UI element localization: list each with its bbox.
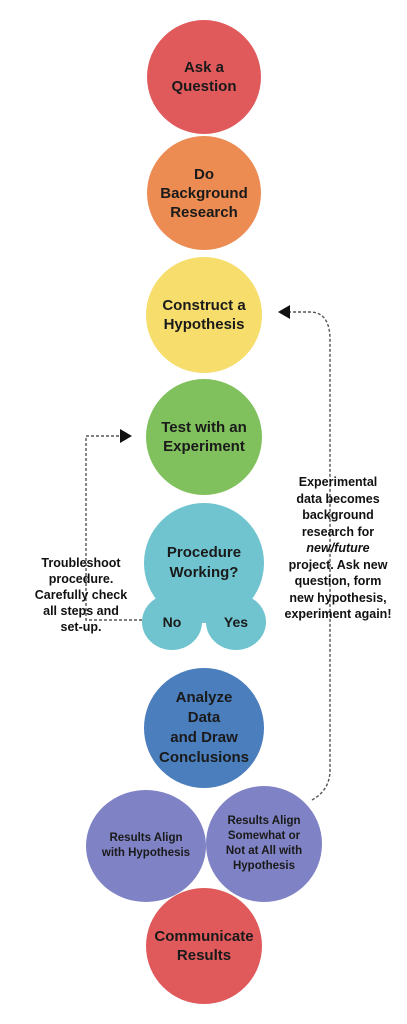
- troubleshoot-loop-arrow: [85, 435, 142, 621]
- feedback-note-part1: Experimental data becomes background res…: [296, 475, 380, 539]
- ask-question-step: Ask a Question: [147, 20, 261, 134]
- troubleshoot-arrowhead: [120, 429, 132, 443]
- feedback-loop-arrow: [290, 311, 331, 801]
- analyze-data-step: Analyze Data and Draw Conclusions: [144, 668, 264, 788]
- no-branch: No: [142, 594, 202, 650]
- results-align-step: Results Align with Hypothesis: [86, 790, 206, 902]
- test-experiment-label: Test with an Experiment: [161, 419, 247, 455]
- feedback-note-emphasis: new/future: [306, 541, 370, 555]
- yes-label: Yes: [223, 614, 249, 630]
- test-experiment-step: Test with an Experiment: [146, 379, 262, 495]
- construct-hypothesis-step: Construct a Hypothesis: [146, 257, 262, 373]
- background-research-label: Do Background Research: [160, 165, 248, 221]
- communicate-results-step: Communicate Results: [146, 888, 262, 1004]
- no-label: No: [162, 614, 182, 630]
- results-align-label: Results Align with Hypothesis: [101, 832, 191, 859]
- feedback-note-part2: project. Ask new question, form new hypo…: [284, 557, 392, 622]
- results-not-align-label: Results Align Somewhat or Not at All wit…: [225, 815, 303, 872]
- feedback-note: Experimental data becomes background res…: [270, 474, 406, 623]
- troubleshoot-note: Troubleshoot procedure. Carefully check …: [34, 556, 128, 634]
- feedback-arrowhead: [278, 305, 290, 319]
- construct-hypothesis-label: Construct a Hypothesis: [162, 297, 246, 333]
- results-not-align-step: Results Align Somewhat or Not at All wit…: [206, 786, 322, 902]
- procedure-working-label: Procedure Working?: [166, 544, 242, 581]
- ask-question-label: Ask a Question: [171, 59, 237, 95]
- communicate-results-label: Communicate Results: [154, 928, 254, 964]
- yes-branch: Yes: [206, 594, 266, 650]
- analyze-data-label: Analyze Data and Draw Conclusions: [158, 689, 249, 766]
- background-research-step: Do Background Research: [147, 136, 261, 250]
